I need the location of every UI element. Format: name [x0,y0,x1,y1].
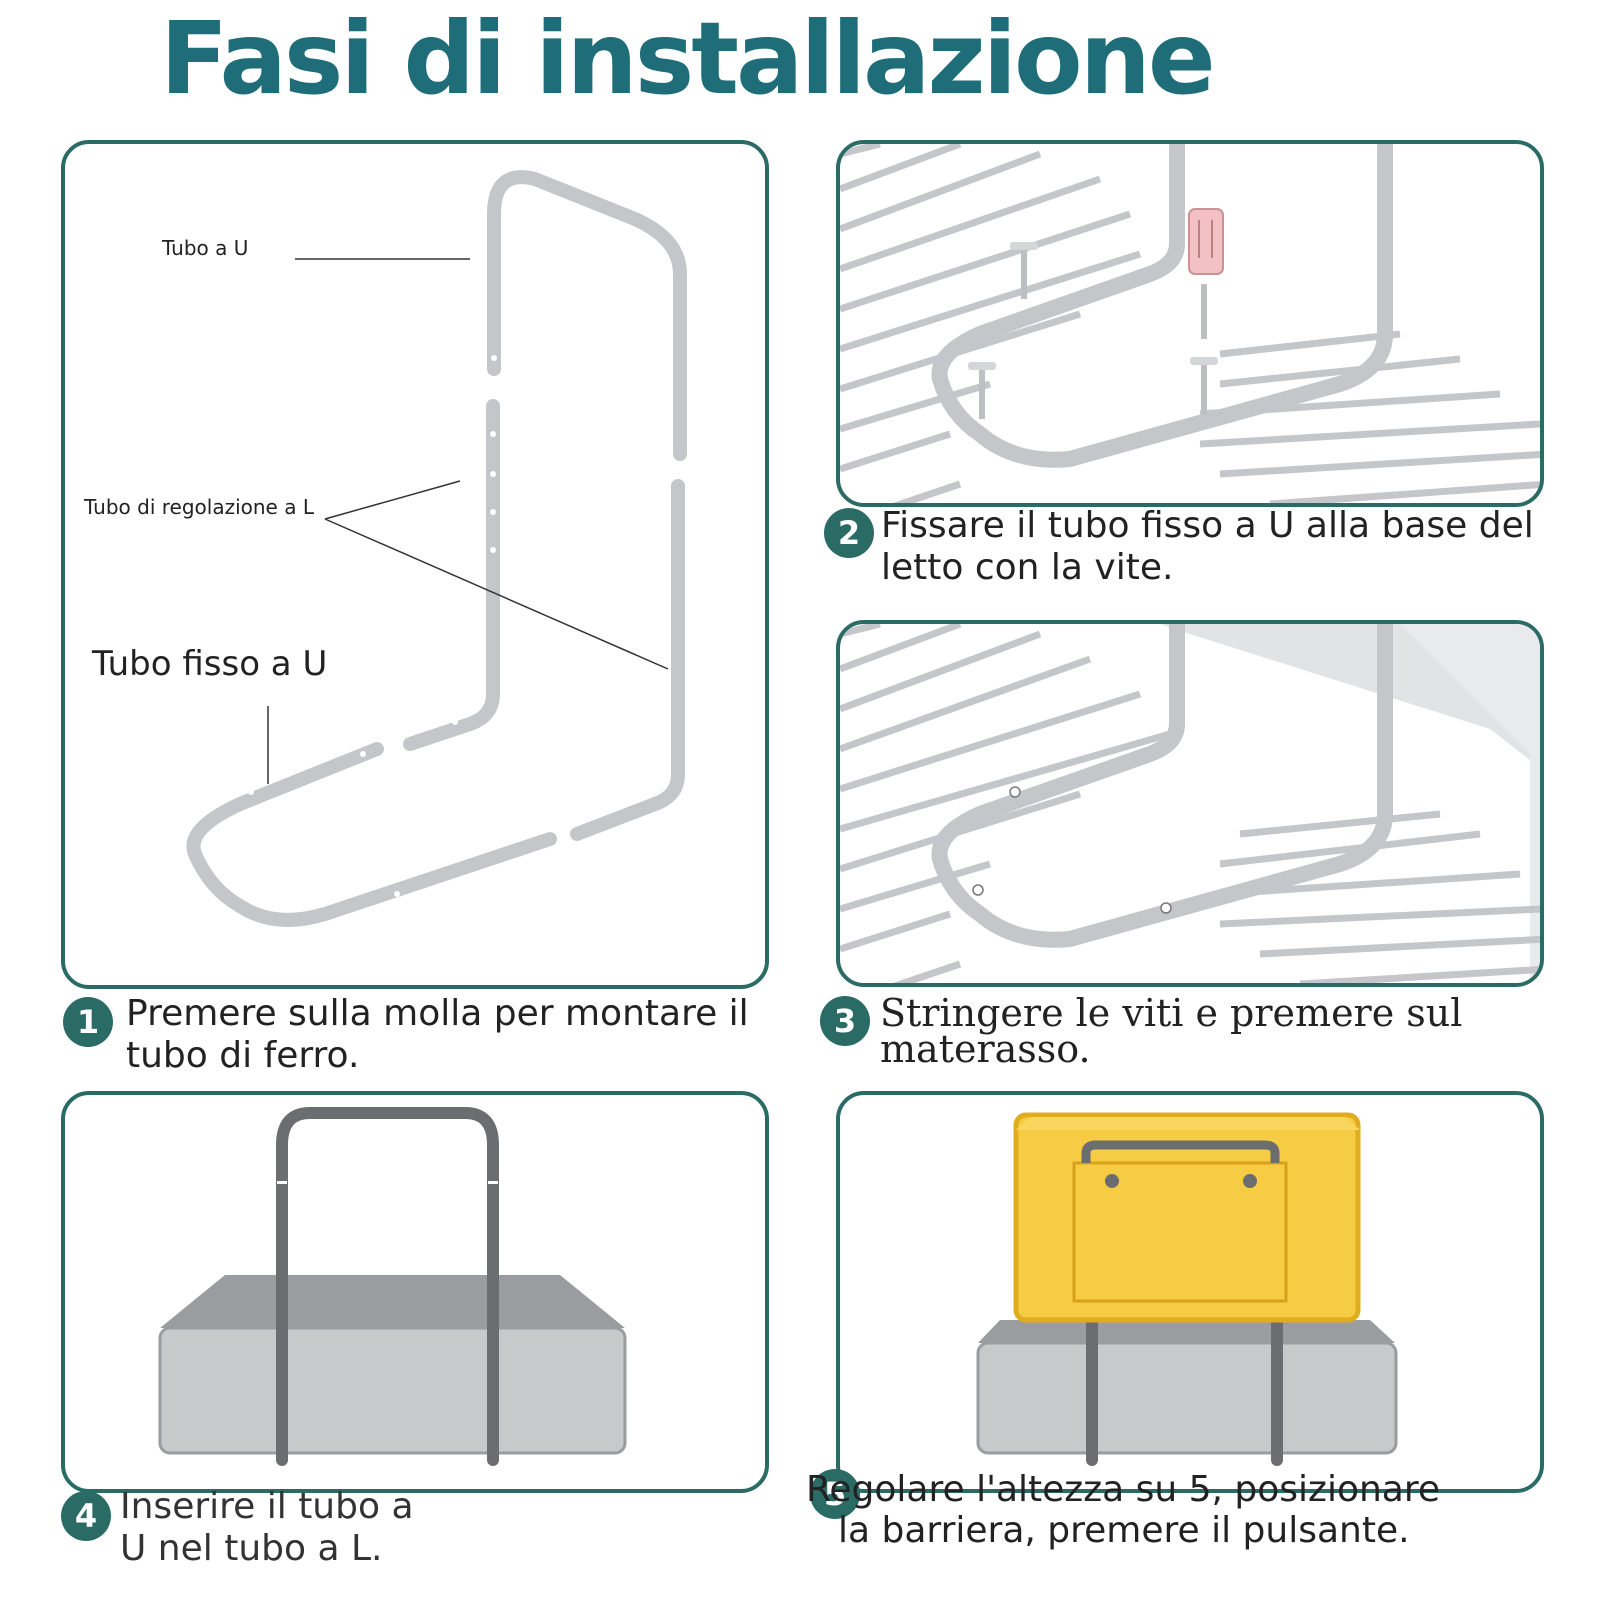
mattress-press-diagram [840,624,1540,983]
step-4-badge: 4 [61,1491,111,1541]
page-title: Fasi di installazione [160,0,1216,117]
label-u-tube: Tubo a U [162,236,249,260]
fixed-u-tube-piece [186,742,557,927]
screwdriver-icon [1188,208,1224,275]
step-5-badge: 5 [810,1469,860,1519]
step-2-text-line-2: letto con la vite. [881,547,1174,588]
l-tube-right-piece [570,479,685,841]
step-5-text-line-2: la barriera, premere il pulsante. [838,1510,1410,1551]
label-fixed-u-tube: Tubo fisso a U [92,644,328,684]
step-4-text-line-2: U nel tubo a L. [120,1528,383,1569]
step-3-badge: 3 [820,996,870,1046]
step-1-illustration: Tubo a U Tubo di regolazione a L Tubo fi… [61,140,769,989]
step-2-illustration [836,140,1544,507]
barrier-installed-diagram [976,1112,1398,1466]
label-l-adjust-tube: Tubo di regolazione a L [84,495,314,519]
step-1-text-line-1: Premere sulla molla per montare il [126,993,749,1034]
step-3-text-line-1: Stringere le viti e premere sul [880,991,1463,1035]
step-2-badge: 2 [824,508,874,558]
step-5-text-line-1: Regolare l'altezza su 5, posizionare [806,1469,1441,1510]
bed-slats-screw-diagram [840,144,1540,503]
step-2-text-line-1: Fissare il tubo fisso a U alla base del [881,505,1534,546]
step-4-illustration [61,1091,769,1493]
step-1-badge: 1 [63,997,113,1047]
u-tube-top-piece [487,170,687,461]
step-4-text-line-1: Inserire il tubo a [120,1486,414,1527]
rail-on-mattress-diagram [158,1107,627,1466]
tube-assembly-diagram [186,170,687,927]
step-3-text-line-2: materasso. [880,1027,1091,1071]
l-tube-left-piece [403,399,500,751]
step-1-text-line-2: tubo di ferro. [126,1035,360,1076]
step-5-illustration [836,1091,1544,1493]
step-3-illustration [836,620,1544,987]
barrier-icon [1013,1112,1361,1323]
